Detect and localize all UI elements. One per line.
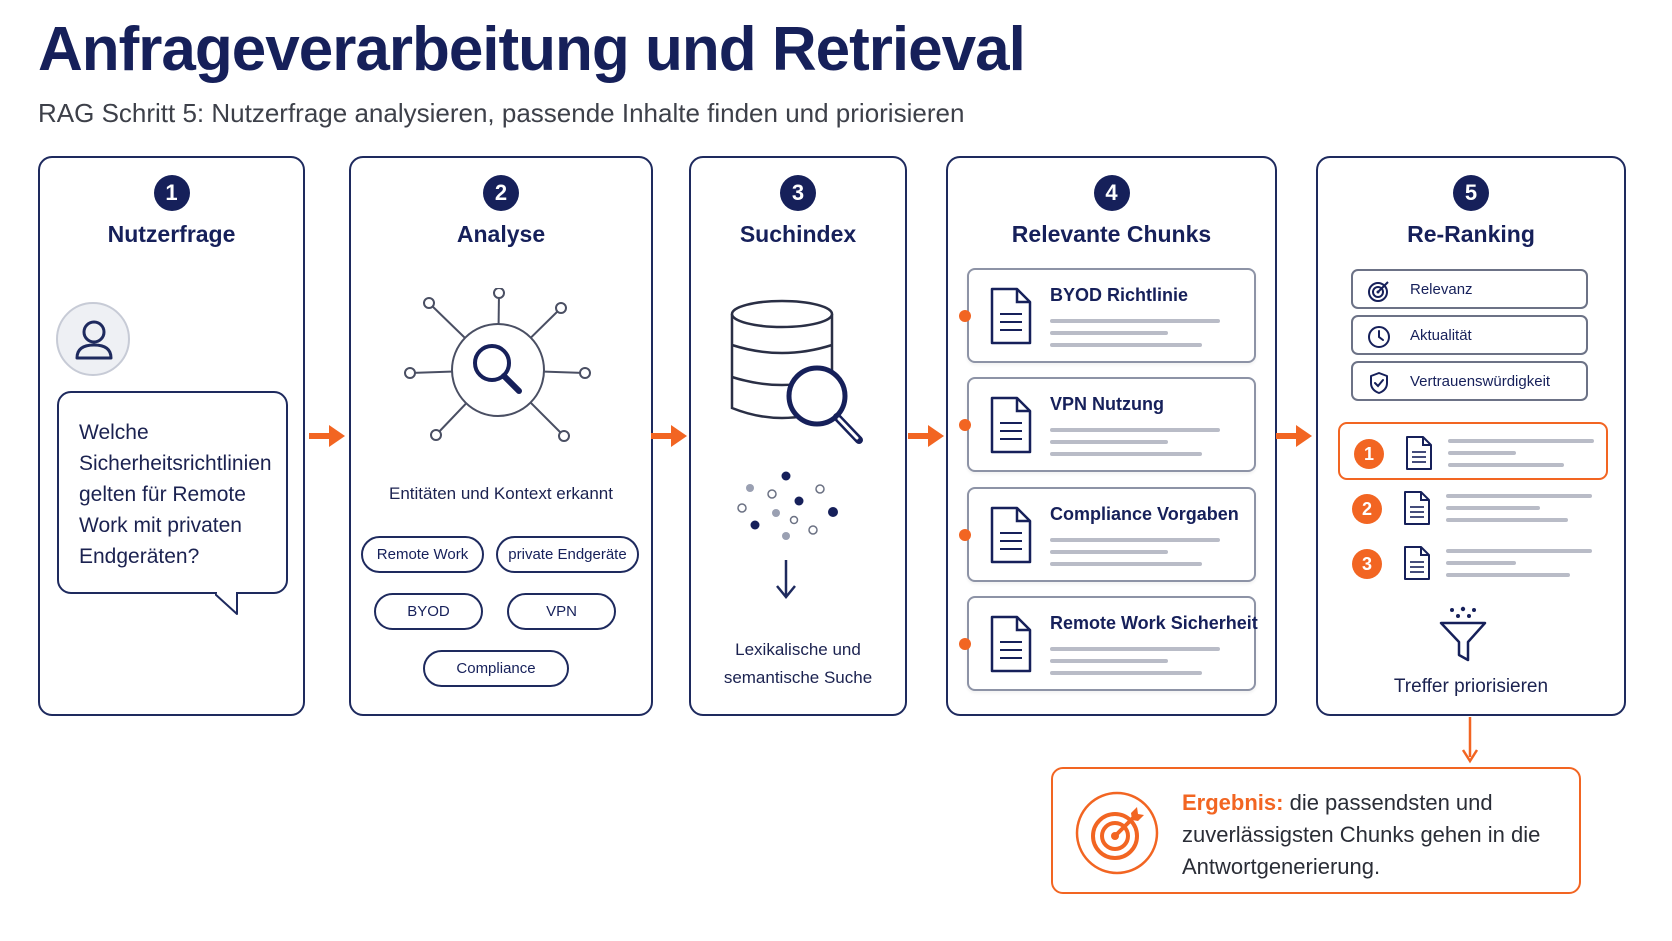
chunk-marker — [959, 419, 971, 431]
text-line — [1050, 647, 1220, 651]
user-icon — [56, 302, 130, 376]
step-panel-analyse: 2 Analyse Entitäten und Kontext erkannt … — [349, 156, 653, 716]
text-line — [1446, 518, 1568, 522]
arrow-right-icon — [309, 425, 345, 447]
target-icon — [1075, 791, 1159, 875]
chunk-title: VPN Nutzung — [1050, 394, 1164, 414]
entity-tag: Compliance — [423, 650, 569, 687]
criterion-label: Aktualität — [1410, 327, 1472, 344]
criterion-vertrauenswuerdigkeit: Vertrauenswürdigkeit — [1351, 361, 1588, 401]
text-line — [1050, 538, 1220, 542]
step-number-badge: 5 — [1453, 175, 1489, 211]
result-description: die passendsten und zuverlässigsten Chun… — [1182, 790, 1541, 879]
arrow-right-icon — [1276, 425, 1312, 447]
text-line — [1050, 550, 1168, 554]
document-icon — [990, 396, 1032, 454]
step-number-badge: 2 — [483, 175, 519, 211]
chunk-marker — [959, 310, 971, 322]
text-line — [1446, 549, 1592, 553]
search-caption: Lexikalische und semantische Suche — [723, 640, 873, 687]
chunk-marker — [959, 529, 971, 541]
chunk-title: Compliance Vorgaben — [1050, 504, 1239, 524]
entity-tag: BYOD — [374, 593, 483, 630]
arrow-right-icon — [908, 425, 944, 447]
text-line — [1448, 463, 1564, 467]
rank-badge: 3 — [1352, 549, 1382, 579]
clock-icon — [1368, 326, 1390, 348]
text-line — [1050, 452, 1202, 456]
entity-tag: Remote Work — [361, 536, 484, 573]
criterion-relevanz: Relevanz — [1351, 269, 1588, 309]
step-title: Re-Ranking — [1407, 221, 1535, 247]
chunk-card: Compliance Vorgaben — [959, 487, 1256, 582]
ranked-result: 3 — [1338, 534, 1608, 592]
ranked-result: 2 — [1338, 479, 1608, 537]
chunk-card: BYOD Richtlinie — [959, 268, 1256, 363]
step-number-badge: 4 — [1093, 175, 1130, 211]
funnel-icon — [1439, 606, 1487, 662]
document-icon — [1404, 491, 1430, 525]
analysis-caption: Entitäten und Kontext erkannt — [389, 484, 613, 503]
shield-check-icon — [1370, 372, 1388, 394]
text-line — [1050, 440, 1168, 444]
document-icon — [990, 615, 1032, 673]
document-icon — [990, 506, 1032, 564]
entity-tag: private Endgeräte — [496, 536, 639, 573]
entity-tag: VPN — [507, 593, 616, 630]
rank-badge: 2 — [1352, 494, 1382, 524]
step-panel-nutzerfrage: 1 Nutzerfrage Welche Sicherheitsrichtlin… — [38, 156, 305, 716]
document-icon — [1406, 436, 1432, 470]
step-title: Analyse — [456, 221, 546, 247]
result-box: Ergebnis: die passendsten und zuverlässi… — [1051, 767, 1581, 894]
step-panel-re-ranking: 5 Re-Ranking Relevanz Aktualität Vertrau… — [1316, 156, 1626, 716]
step-title: Suchindex — [739, 221, 857, 247]
step-number-badge: 3 — [780, 175, 816, 211]
step-panel-suchindex: 3 Suchindex Lexikalische und sema — [689, 156, 907, 716]
chunk-title: Remote Work Sicherheit — [1050, 613, 1258, 633]
step-panel-relevante-chunks: 4 Relevante Chunks BYOD Richtlinie VPN N… — [946, 156, 1277, 716]
page-subtitle: RAG Schritt 5: Nutzerfrage analysieren, … — [38, 98, 965, 128]
text-line — [1448, 439, 1594, 443]
chunk-title: BYOD Richtlinie — [1050, 285, 1189, 305]
step-number-badge: 1 — [153, 175, 190, 211]
arrow-down-icon — [1461, 717, 1479, 764]
text-line — [1446, 494, 1592, 498]
criterion-aktualitaet: Aktualität — [1351, 315, 1588, 355]
text-line — [1446, 561, 1516, 565]
criterion-label: Relevanz — [1410, 281, 1473, 298]
document-icon — [990, 287, 1032, 345]
speech-tail-icon — [215, 592, 238, 615]
step-title: Relevante Chunks — [1011, 221, 1212, 247]
database-search-icon — [730, 299, 863, 599]
page-title: Anfrageverarbeitung und Retrieval — [38, 15, 1026, 84]
rerank-caption: Treffer priorisieren — [1393, 676, 1549, 697]
target-icon — [1368, 281, 1389, 302]
step-title: Nutzerfrage — [107, 221, 236, 247]
question-bubble: Welche Sicherheitsrichtlinien gelten für… — [57, 391, 288, 594]
ranked-result: 1 — [1338, 422, 1608, 480]
result-text: Ergebnis: die passendsten und zuverlässi… — [1182, 787, 1572, 883]
text-line — [1050, 319, 1220, 323]
search-network-icon — [404, 288, 591, 442]
text-line — [1448, 451, 1516, 455]
text-line — [1446, 573, 1570, 577]
text-line — [1050, 331, 1168, 335]
text-line — [1446, 506, 1540, 510]
chunk-card: VPN Nutzung — [959, 377, 1256, 472]
criterion-label: Vertrauenswürdigkeit — [1410, 373, 1551, 390]
chunk-card: Remote Work Sicherheit — [959, 596, 1258, 691]
text-line — [1050, 671, 1202, 675]
document-icon — [1404, 546, 1430, 580]
text-line — [1050, 428, 1220, 432]
chunk-marker — [959, 638, 971, 650]
text-line — [1050, 659, 1168, 663]
text-line — [1050, 343, 1202, 347]
result-label: Ergebnis: — [1182, 790, 1284, 815]
arrow-right-icon — [651, 425, 687, 447]
text-line — [1050, 562, 1202, 566]
rank-badge: 1 — [1354, 439, 1384, 469]
